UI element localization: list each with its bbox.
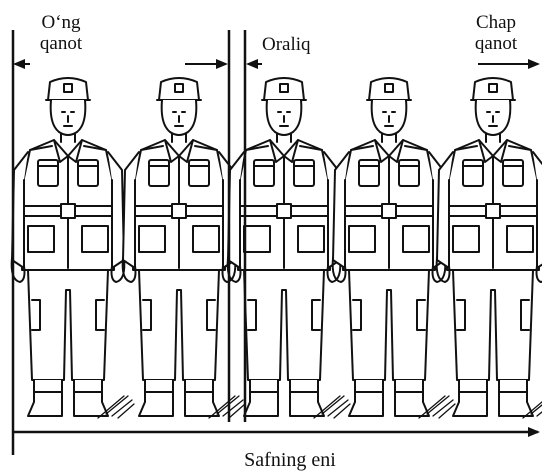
right-wing-label-line2: qanot — [30, 33, 92, 54]
left-wing-label: Chap qanot — [460, 12, 532, 54]
right-wing-label: O‘ng qanot — [30, 12, 92, 54]
soldier-figure-1 — [12, 78, 134, 418]
right-wing-label-line1: O‘ng — [30, 12, 92, 33]
left-wing-label-line2: qanot — [460, 33, 532, 54]
interval-label: Oraliq — [262, 34, 311, 55]
left-wing-label-line1: Chap — [460, 12, 532, 33]
soldier-figure-5 — [437, 78, 542, 418]
rank-width-label: Safning eni — [190, 450, 390, 471]
soldier-figure-2 — [123, 78, 245, 418]
